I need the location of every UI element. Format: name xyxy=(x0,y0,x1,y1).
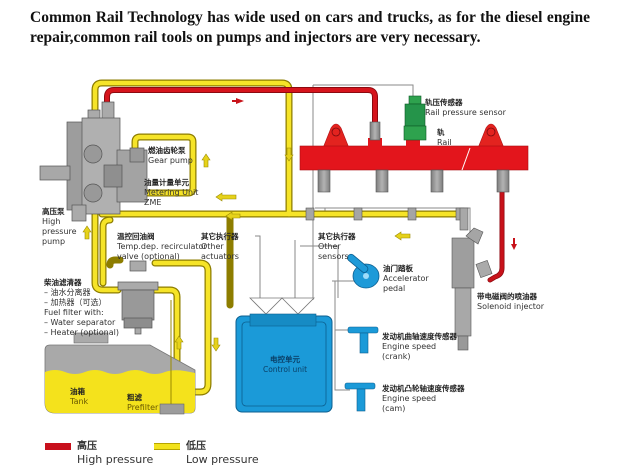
arrow-up-icon xyxy=(201,153,211,168)
arrow-up-icon xyxy=(174,335,184,350)
arrow-left-icon xyxy=(215,192,237,202)
arrow-down-icon xyxy=(511,238,517,250)
arrow-left-icon xyxy=(225,211,241,221)
rail-label: 轨 Rail xyxy=(437,128,452,147)
engine-speed-cam-label: 发动机凸轮轴速度传感器 Engine speed (cam) xyxy=(382,384,465,413)
common-rail xyxy=(299,123,529,171)
fuel-tank xyxy=(44,300,196,415)
high-pressure-pump xyxy=(39,101,148,222)
control-wires xyxy=(255,84,471,391)
other-sensors-label: 其它执行器 Other sensors xyxy=(318,232,356,261)
metering-unit-label: 油量计量单元 Metering Unit ZME xyxy=(144,178,199,207)
fuel-filter xyxy=(117,260,159,335)
high-pressure-lines xyxy=(104,87,505,283)
solenoid-injector xyxy=(451,207,493,351)
rail-pressure-sensor xyxy=(403,95,427,141)
solenoid-injector-label: 带电磁阀的喷油器 Solenoid injector xyxy=(477,292,545,311)
tank-label: 油箱 Tank xyxy=(70,387,89,406)
legend-swatch-low-pressure xyxy=(154,443,180,450)
arrow-right-icon xyxy=(232,98,244,104)
control-unit xyxy=(235,297,333,413)
recirculator-valve-label: 温控回油阀 Temp.dep. recirculator valve (opti… xyxy=(117,232,207,261)
flow-arrows xyxy=(82,147,411,352)
arrow-down-icon xyxy=(284,147,294,162)
low-pressure-lines xyxy=(91,79,464,399)
legend-low-pressure: 低压 Low pressure xyxy=(186,441,259,466)
control-unit-label: 电控单元 Control unit xyxy=(262,355,308,374)
accelerator-pedal-icon xyxy=(347,253,380,289)
legend-high-pressure: 高压 High pressure xyxy=(77,441,154,466)
other-actuators-label: 其它执行器 Other actuators xyxy=(201,232,239,261)
legend-swatch-high-pressure xyxy=(45,443,71,450)
arrow-up-icon xyxy=(82,225,92,240)
rail-outlets xyxy=(317,121,510,193)
arrow-down-icon xyxy=(211,337,221,352)
caption-text: Common Rail Technology has wide used on … xyxy=(30,9,590,46)
engine-speed-sensors xyxy=(344,326,379,412)
arrow-left-icon xyxy=(394,231,411,241)
engine-speed-crank-label: 发动机曲轴速度传感器 Engine speed (crank) xyxy=(382,332,457,361)
accelerator-pedal-label: 油门踏板 Accelerator pedal xyxy=(383,264,429,293)
rail-pressure-sensor-label: 轨压传感器 Rail pressure sensor xyxy=(425,98,506,117)
fuel-filter-label: 柴油滤清器 – 油水分离器 – 加热器（可选） Fuel filter with… xyxy=(44,278,119,337)
prefilter-label: 粗滤 Prefilter xyxy=(127,393,159,412)
gear-pump-label: 燃油齿轮泵 Gear pump xyxy=(148,146,193,165)
high-pressure-pump-label: 高压泵 High pressure pump xyxy=(42,207,77,246)
